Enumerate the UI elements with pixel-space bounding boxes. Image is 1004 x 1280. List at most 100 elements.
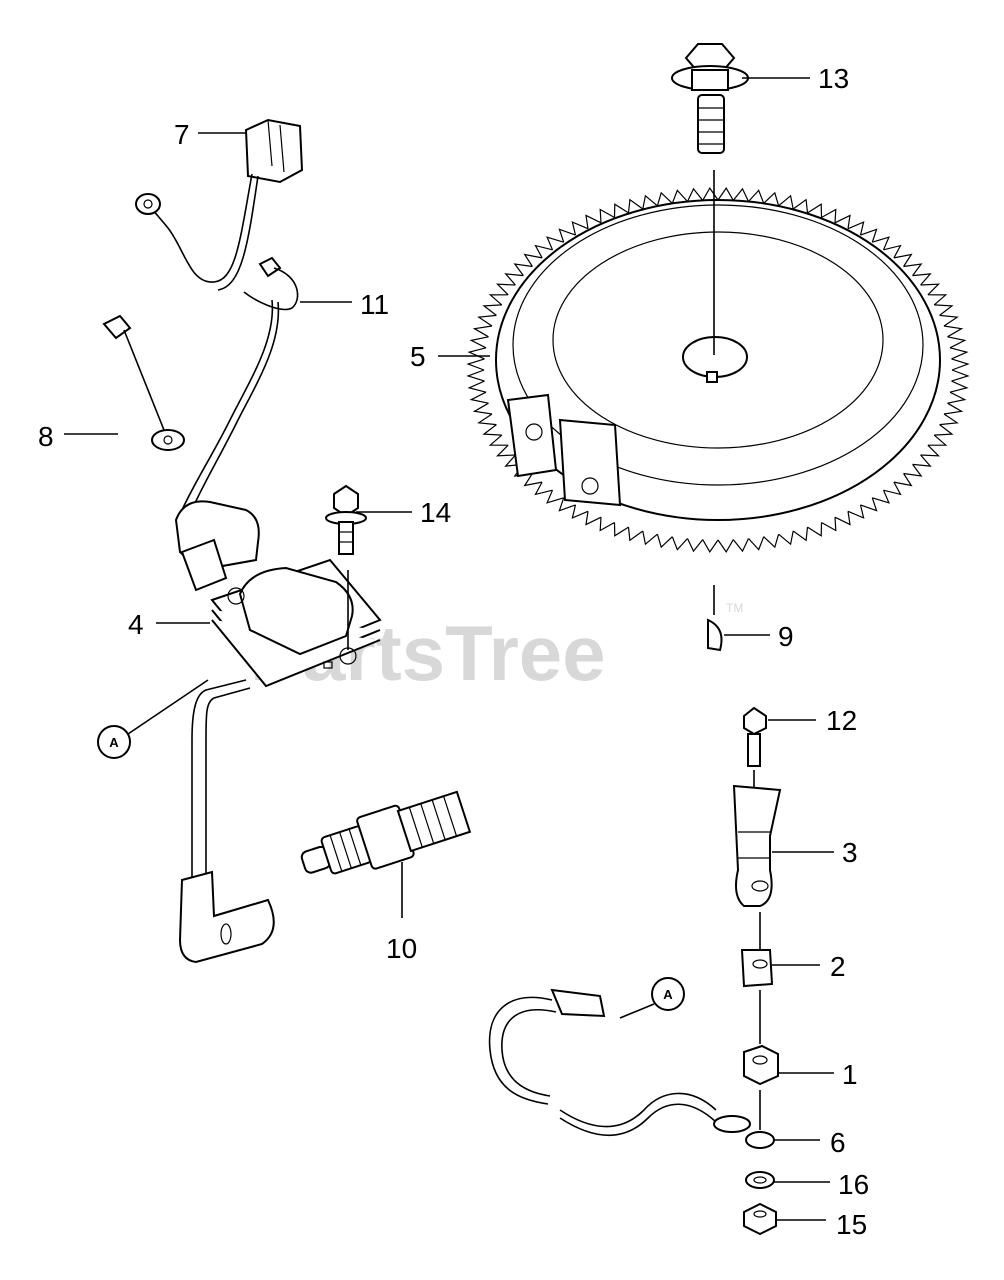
gear-tooth xyxy=(792,527,809,542)
gear-tooth xyxy=(834,214,851,229)
watermark-tm: TM xyxy=(726,601,743,615)
gear-tooth xyxy=(482,304,502,316)
callout-5[interactable]: 5 xyxy=(410,341,426,372)
gear-tooth xyxy=(534,481,553,496)
lock-nut[interactable] xyxy=(743,1202,777,1236)
spacer[interactable] xyxy=(740,949,774,988)
gear-tooth xyxy=(523,473,543,487)
gear-tooth xyxy=(947,336,967,349)
gear-tooth xyxy=(883,244,902,259)
gear-tooth xyxy=(934,424,954,436)
gear-tooth xyxy=(792,198,809,213)
callout-4[interactable]: 4 xyxy=(128,609,144,640)
callout-8[interactable]: 8 xyxy=(38,421,54,452)
gear-tooth xyxy=(939,413,959,426)
callout-10[interactable]: 10 xyxy=(386,933,417,964)
gear-tooth xyxy=(903,464,923,477)
callout-15[interactable]: 15 xyxy=(836,1209,867,1240)
gear-tooth xyxy=(642,194,658,210)
gear-tooth xyxy=(943,325,964,338)
gear-tooth xyxy=(495,444,516,457)
gear-tooth xyxy=(513,263,533,276)
leader-lines xyxy=(64,77,834,1221)
gear-tooth xyxy=(469,391,489,404)
gear-tooth xyxy=(951,358,970,371)
gear-tooth xyxy=(939,314,959,327)
gear-tooth xyxy=(949,347,969,360)
ignition-module[interactable] xyxy=(174,299,382,964)
callout-9[interactable]: 9 xyxy=(778,621,794,652)
gear-tooth xyxy=(642,530,658,546)
gear-tooth xyxy=(807,203,823,218)
gear-tooth xyxy=(702,539,719,554)
bracket-bolt[interactable] xyxy=(743,706,767,767)
gear-tooth xyxy=(472,402,493,415)
gear-tooth xyxy=(558,228,576,243)
module-bolt[interactable] xyxy=(325,484,367,555)
callout-14[interactable]: 14 xyxy=(420,497,451,528)
ground-terminal[interactable] xyxy=(102,314,185,451)
gear-tooth xyxy=(927,434,948,446)
gear-tooth xyxy=(599,208,615,223)
callout-12[interactable]: 12 xyxy=(826,705,857,736)
gear-tooth xyxy=(732,538,750,553)
gear-tooth xyxy=(732,187,750,202)
gear-tooth xyxy=(860,497,878,512)
gear-tooth xyxy=(546,489,564,504)
callout-11[interactable]: 11 xyxy=(360,289,389,320)
washer[interactable] xyxy=(745,1171,775,1189)
gear-tooth xyxy=(466,358,485,371)
connector-marker-a-right: A xyxy=(619,977,685,1019)
ground-wire[interactable] xyxy=(488,988,775,1149)
gear-tooth xyxy=(943,402,964,415)
gear-tooth xyxy=(717,186,734,201)
spark-plug[interactable] xyxy=(295,786,472,889)
flywheel-keyway xyxy=(706,371,718,383)
gear-tooth xyxy=(585,214,602,229)
gear-tooth xyxy=(558,497,576,512)
connector-marker-a-left: A xyxy=(97,679,209,759)
flywheel[interactable] xyxy=(466,186,970,554)
flywheel-magnet-left xyxy=(506,393,558,478)
gear-tooth xyxy=(717,539,734,554)
gear-tooth xyxy=(656,191,673,206)
gear-tooth xyxy=(627,198,644,213)
gear-tooth xyxy=(534,244,553,259)
gear-tooth xyxy=(546,236,564,251)
gear-tooth xyxy=(763,534,780,549)
gear-tooth xyxy=(920,444,941,457)
callout-1[interactable]: 1 xyxy=(842,1059,858,1090)
callout-16[interactable]: 16 xyxy=(838,1169,869,1200)
gear-tooth xyxy=(571,221,589,236)
callout-3[interactable]: 3 xyxy=(842,837,858,868)
gear-tooth xyxy=(488,294,509,306)
gear-tooth xyxy=(951,369,970,382)
flywheel-bolt[interactable] xyxy=(671,43,749,154)
gear-tooth xyxy=(893,473,913,487)
nut[interactable] xyxy=(743,1044,779,1086)
callout-7[interactable]: 7 xyxy=(174,119,190,150)
callout-6[interactable]: 6 xyxy=(830,1127,846,1158)
flywheel-key[interactable] xyxy=(707,618,723,652)
gear-tooth xyxy=(613,522,629,537)
gear-tooth xyxy=(466,369,485,382)
gear-tooth xyxy=(903,263,923,276)
gear-tooth xyxy=(504,273,524,286)
gear-tooth xyxy=(883,481,902,496)
gear-tooth xyxy=(912,273,932,286)
bracket[interactable] xyxy=(732,784,782,907)
ground-wire-harness[interactable] xyxy=(135,118,304,291)
callout-2[interactable]: 2 xyxy=(830,951,846,982)
callout-13[interactable]: 13 xyxy=(818,63,849,94)
gear-tooth xyxy=(585,511,602,526)
gear-tooth xyxy=(920,283,941,296)
wire-clip[interactable] xyxy=(243,256,299,311)
svg-text:A: A xyxy=(663,987,673,1002)
gear-tooth xyxy=(847,221,865,236)
gear-tooth xyxy=(912,454,932,467)
gear-tooth xyxy=(495,283,516,296)
gear-tooth xyxy=(488,434,509,446)
gear-tooth xyxy=(821,517,837,532)
gear-tooth xyxy=(477,413,497,426)
gear-tooth xyxy=(467,347,487,360)
